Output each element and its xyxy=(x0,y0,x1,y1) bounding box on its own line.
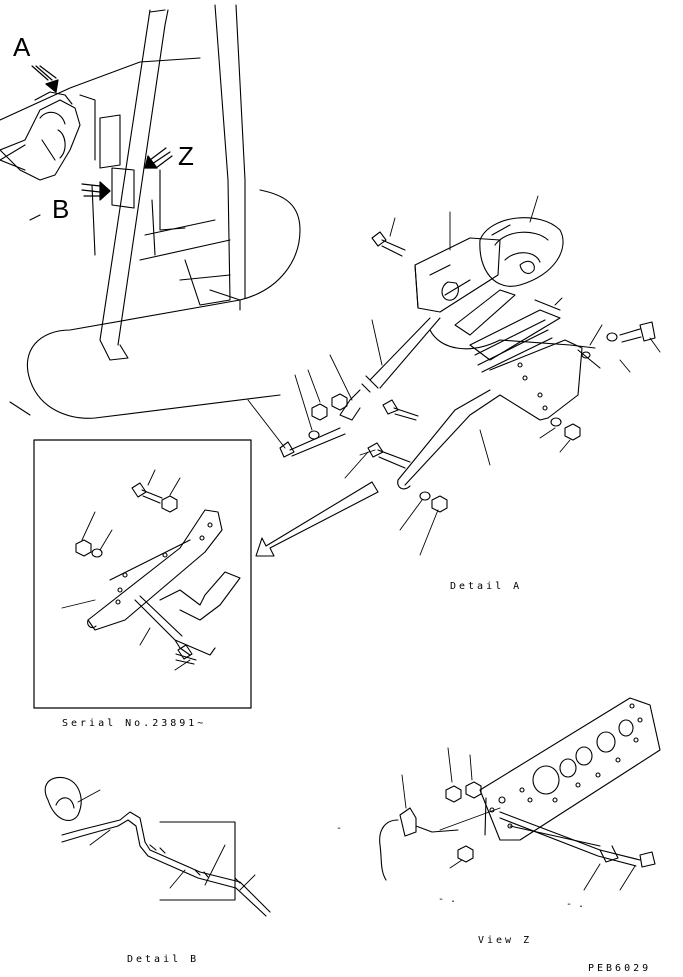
machine-overview xyxy=(0,4,301,419)
mark-1: - xyxy=(336,823,343,834)
view-marker-z: Z xyxy=(178,141,194,171)
detail-b-assembly xyxy=(44,776,271,917)
caption-serial: Serial No.23891~ xyxy=(62,718,207,729)
mark-3: - . xyxy=(566,899,585,910)
drawing-code: PEB6029 xyxy=(588,963,652,974)
serial-inset xyxy=(33,439,252,709)
mark-2: - . xyxy=(438,894,457,905)
caption-detail-b: Detail B xyxy=(127,954,200,965)
caption-view-z: View Z xyxy=(478,935,533,946)
view-z-assembly xyxy=(379,697,661,891)
view-marker-b: B xyxy=(52,194,70,224)
view-marker-a: A xyxy=(13,32,31,62)
caption-detail-a: Detail A xyxy=(450,581,523,592)
detail-a-assembly xyxy=(247,195,661,557)
